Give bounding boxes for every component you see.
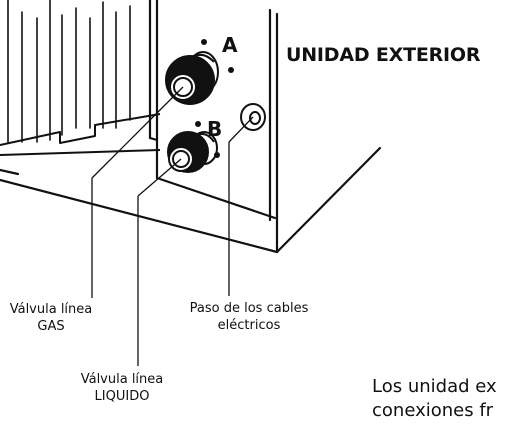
cable-passage-callout-line1: Paso de los cables <box>189 301 309 316</box>
valve-a-letter: A <box>222 33 238 57</box>
cable-passage-callout-line2: eléctricos <box>217 318 281 333</box>
valve-b-letter: B <box>207 117 222 141</box>
gas-valve-callout: Válvula línea GAS <box>6 301 96 335</box>
liquid-valve-callout-line2: LIQUIDO <box>94 389 150 404</box>
body-text-line2: conexiones fr <box>372 400 494 421</box>
body-text-line1: Los unidad ex <box>372 376 497 397</box>
body-text-fragment: Los unidad ex conexiones fr <box>372 375 497 423</box>
liquid-valve-b <box>167 121 220 173</box>
unit-base-plate <box>0 113 161 156</box>
gas-valve-callout-line2: GAS <box>37 319 65 334</box>
cable-passage-callout: Paso de los cables eléctricos <box>174 300 324 334</box>
liquid-valve-callout: Válvula línea LIQUIDO <box>72 371 172 405</box>
unit-housing <box>0 0 382 254</box>
unit-fins <box>7 0 131 143</box>
liquid-valve-callout-line1: Válvula línea <box>80 372 164 387</box>
diagram-title: UNIDAD EXTERIOR <box>286 44 481 66</box>
leader-lines <box>91 86 254 366</box>
gas-valve-callout-line1: Válvula línea <box>9 302 93 317</box>
